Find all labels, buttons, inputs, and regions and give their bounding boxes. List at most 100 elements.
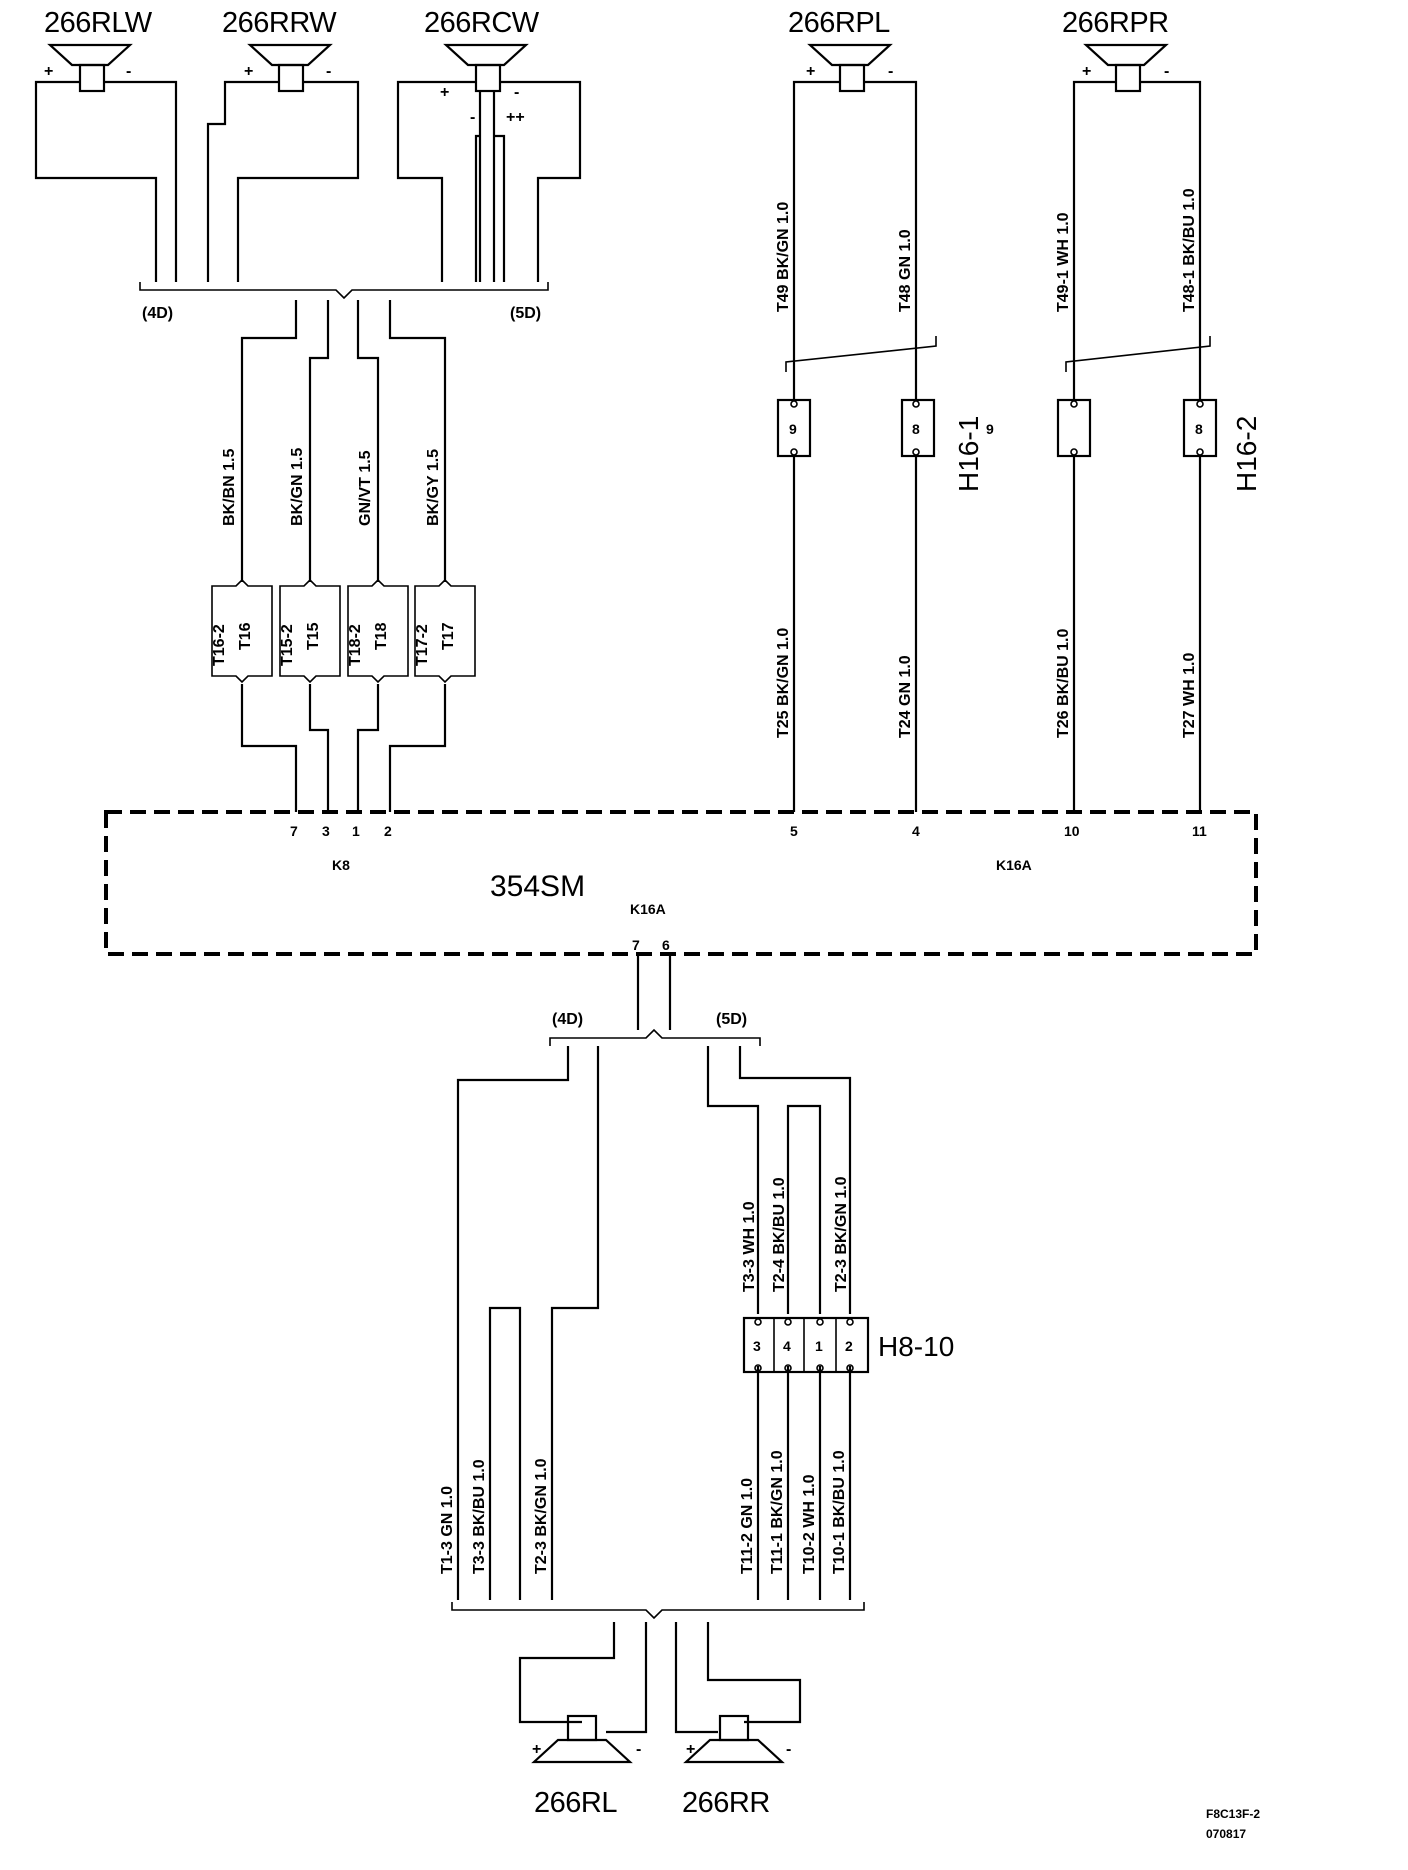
speaker-rcw-icon — [443, 43, 529, 93]
bottom-harness-bracket — [549, 1028, 761, 1046]
h16-1-side-mark: 9 — [986, 421, 994, 437]
rpl-plus: + — [806, 63, 815, 80]
h8-10-pin-1: 1 — [815, 1338, 823, 1354]
rlw-plus: + — [44, 63, 53, 80]
k16a-pin-11: 11 — [1192, 823, 1207, 839]
k16a-pin-5: 5 — [790, 823, 798, 839]
bottom-speaker-wires — [518, 1622, 802, 1734]
k8-pin-3: 3 — [322, 823, 330, 839]
h16-1-pin-9: 9 — [789, 421, 797, 437]
bottom-speaker-bracket — [451, 1602, 865, 1620]
module-354sm-box — [104, 810, 1258, 956]
terminal-t15: T15 — [305, 622, 322, 650]
h16-1-label: H16-1 — [953, 416, 984, 492]
wire-t25: T25 BK/GN 1.0 — [775, 628, 792, 738]
terminal-t17: T17 — [440, 622, 457, 650]
h8-10-pin-4: 4 — [783, 1338, 791, 1354]
wire-t2-3-bottom: T2-3 BK/GN 1.0 — [533, 1458, 550, 1574]
rpr-minus: - — [1164, 63, 1169, 80]
wire-t1-3: T1-3 GN 1.0 — [439, 1486, 456, 1574]
h8-10-pin-3: 3 — [753, 1338, 761, 1354]
wire-t3-3-bottom: T3-3 BK/BU 1.0 — [471, 1459, 488, 1574]
wire-t48: T48 GN 1.0 — [897, 229, 914, 312]
module-conn-k16a-right: K16A — [996, 857, 1032, 873]
k16a-bottom-pin-7: 7 — [632, 937, 640, 953]
terminal-t16-2: T16-2 — [211, 624, 228, 666]
module-conn-k8: K8 — [332, 857, 350, 873]
terminal-t18: T18 — [373, 622, 390, 650]
speaker-rl-label: 266RL — [534, 1787, 617, 1819]
top-variant-5d: (5D) — [510, 305, 541, 322]
k16a-bottom-pin-6: 6 — [662, 937, 670, 953]
speaker-rr-label: 266RR — [682, 1787, 770, 1819]
k8-pin-1: 1 — [352, 823, 360, 839]
h8-10-label: H8-10 — [878, 1331, 954, 1362]
wire-t48-1: T48-1 BK/BU 1.0 — [1181, 188, 1198, 312]
figure-date: 070817 — [1206, 1827, 1246, 1841]
h16-2-label: H16-2 — [1231, 416, 1262, 492]
top-harness-bracket — [139, 282, 549, 300]
rrw-minus: - — [326, 63, 331, 80]
speaker-rpl-label: 266RPL — [788, 7, 890, 39]
rcw-plus: + — [440, 84, 449, 101]
rcw-inner-minus: - — [470, 109, 475, 126]
connector-h16-1: 9 8 9 H16-1 — [776, 398, 994, 492]
wire-t11-2: T11-2 GN 1.0 — [739, 1478, 756, 1574]
wire-t49-1: T49-1 WH 1.0 — [1055, 212, 1072, 312]
k8-pin-2: 2 — [384, 823, 392, 839]
wire-t10-1: T10-1 BK/BU 1.0 — [831, 1450, 848, 1574]
connector-h16-2: 8 H16-2 — [1056, 398, 1262, 492]
rl-minus: - — [636, 1741, 641, 1758]
speaker-rlw-icon — [47, 43, 133, 93]
wire-t27: T27 WH 1.0 — [1181, 653, 1198, 738]
speaker-rr-icon — [683, 1714, 785, 1764]
speaker-rpl-icon — [807, 43, 893, 93]
terminal-pair-t16: T16-2 T16 — [211, 578, 273, 684]
wire-t10-2: T10-2 WH 1.0 — [801, 1474, 818, 1574]
bottom-variant-5d: (5D) — [716, 1011, 747, 1028]
bottom-right-harness — [706, 1046, 852, 1600]
bottom-trunk — [636, 954, 672, 1030]
connector-h8-10: 3 4 1 2 H8-10 — [742, 1316, 954, 1374]
speaker-rlw-label: 266RLW — [44, 7, 153, 39]
speaker-rrw-icon — [247, 43, 333, 93]
module-conn-k16a-bottom: K16A — [630, 901, 666, 917]
figure-code: F8C13F-2 — [1206, 1807, 1260, 1821]
rr-plus: + — [686, 1741, 695, 1758]
bottom-left-harness — [456, 1046, 600, 1600]
speaker-rcw-label: 266RCW — [424, 7, 540, 39]
rrw-plus: + — [244, 63, 253, 80]
wire-h8-t2-4: T2-4 BK/BU 1.0 — [771, 1177, 788, 1292]
rcw-minus: - — [514, 84, 519, 101]
k16a-pin-10: 10 — [1064, 823, 1080, 839]
top-harness-wires — [240, 300, 447, 582]
terminal-pair-t18: T18-2 T18 — [347, 578, 409, 684]
wire-t11-1: T11-1 BK/GN 1.0 — [769, 1450, 786, 1574]
h16-2-pin-8: 8 — [1195, 421, 1203, 437]
terminal-pair-t17: T17-2 T17 — [414, 578, 476, 684]
speaker-rpr-icon — [1083, 43, 1169, 93]
wire-gn-vt: GN/VT 1.5 — [357, 450, 374, 526]
bottom-variant-4d: (4D) — [552, 1011, 583, 1028]
top-variant-4d: (4D) — [142, 305, 173, 322]
rl-plus: + — [532, 1741, 541, 1758]
wire-bk-bn: BK/BN 1.5 — [221, 449, 238, 526]
rpr-wires — [1065, 80, 1211, 812]
rlw-minus: - — [126, 63, 131, 80]
terminal-t18-2: T18-2 — [347, 624, 364, 666]
rr-minus: - — [786, 1741, 791, 1758]
terminal-t17-2: T17-2 — [414, 624, 431, 666]
rcw-inner-plus: ++ — [506, 109, 525, 126]
h8-10-pin-2: 2 — [845, 1338, 853, 1354]
h16-1-pin-8: 8 — [912, 421, 920, 437]
wire-bk-gy: BK/GY 1.5 — [425, 449, 442, 526]
wire-t24: T24 GN 1.0 — [897, 655, 914, 738]
wire-t26: T26 BK/BU 1.0 — [1055, 629, 1072, 738]
k16a-pin-4: 4 — [912, 823, 920, 839]
speaker-rpr-label: 266RPR — [1062, 7, 1169, 39]
k8-pin-7: 7 — [290, 823, 298, 839]
speaker-rrw-label: 266RRW — [222, 7, 337, 39]
terminal-t15-2: T15-2 — [279, 624, 296, 666]
top-left-wires — [34, 80, 582, 282]
